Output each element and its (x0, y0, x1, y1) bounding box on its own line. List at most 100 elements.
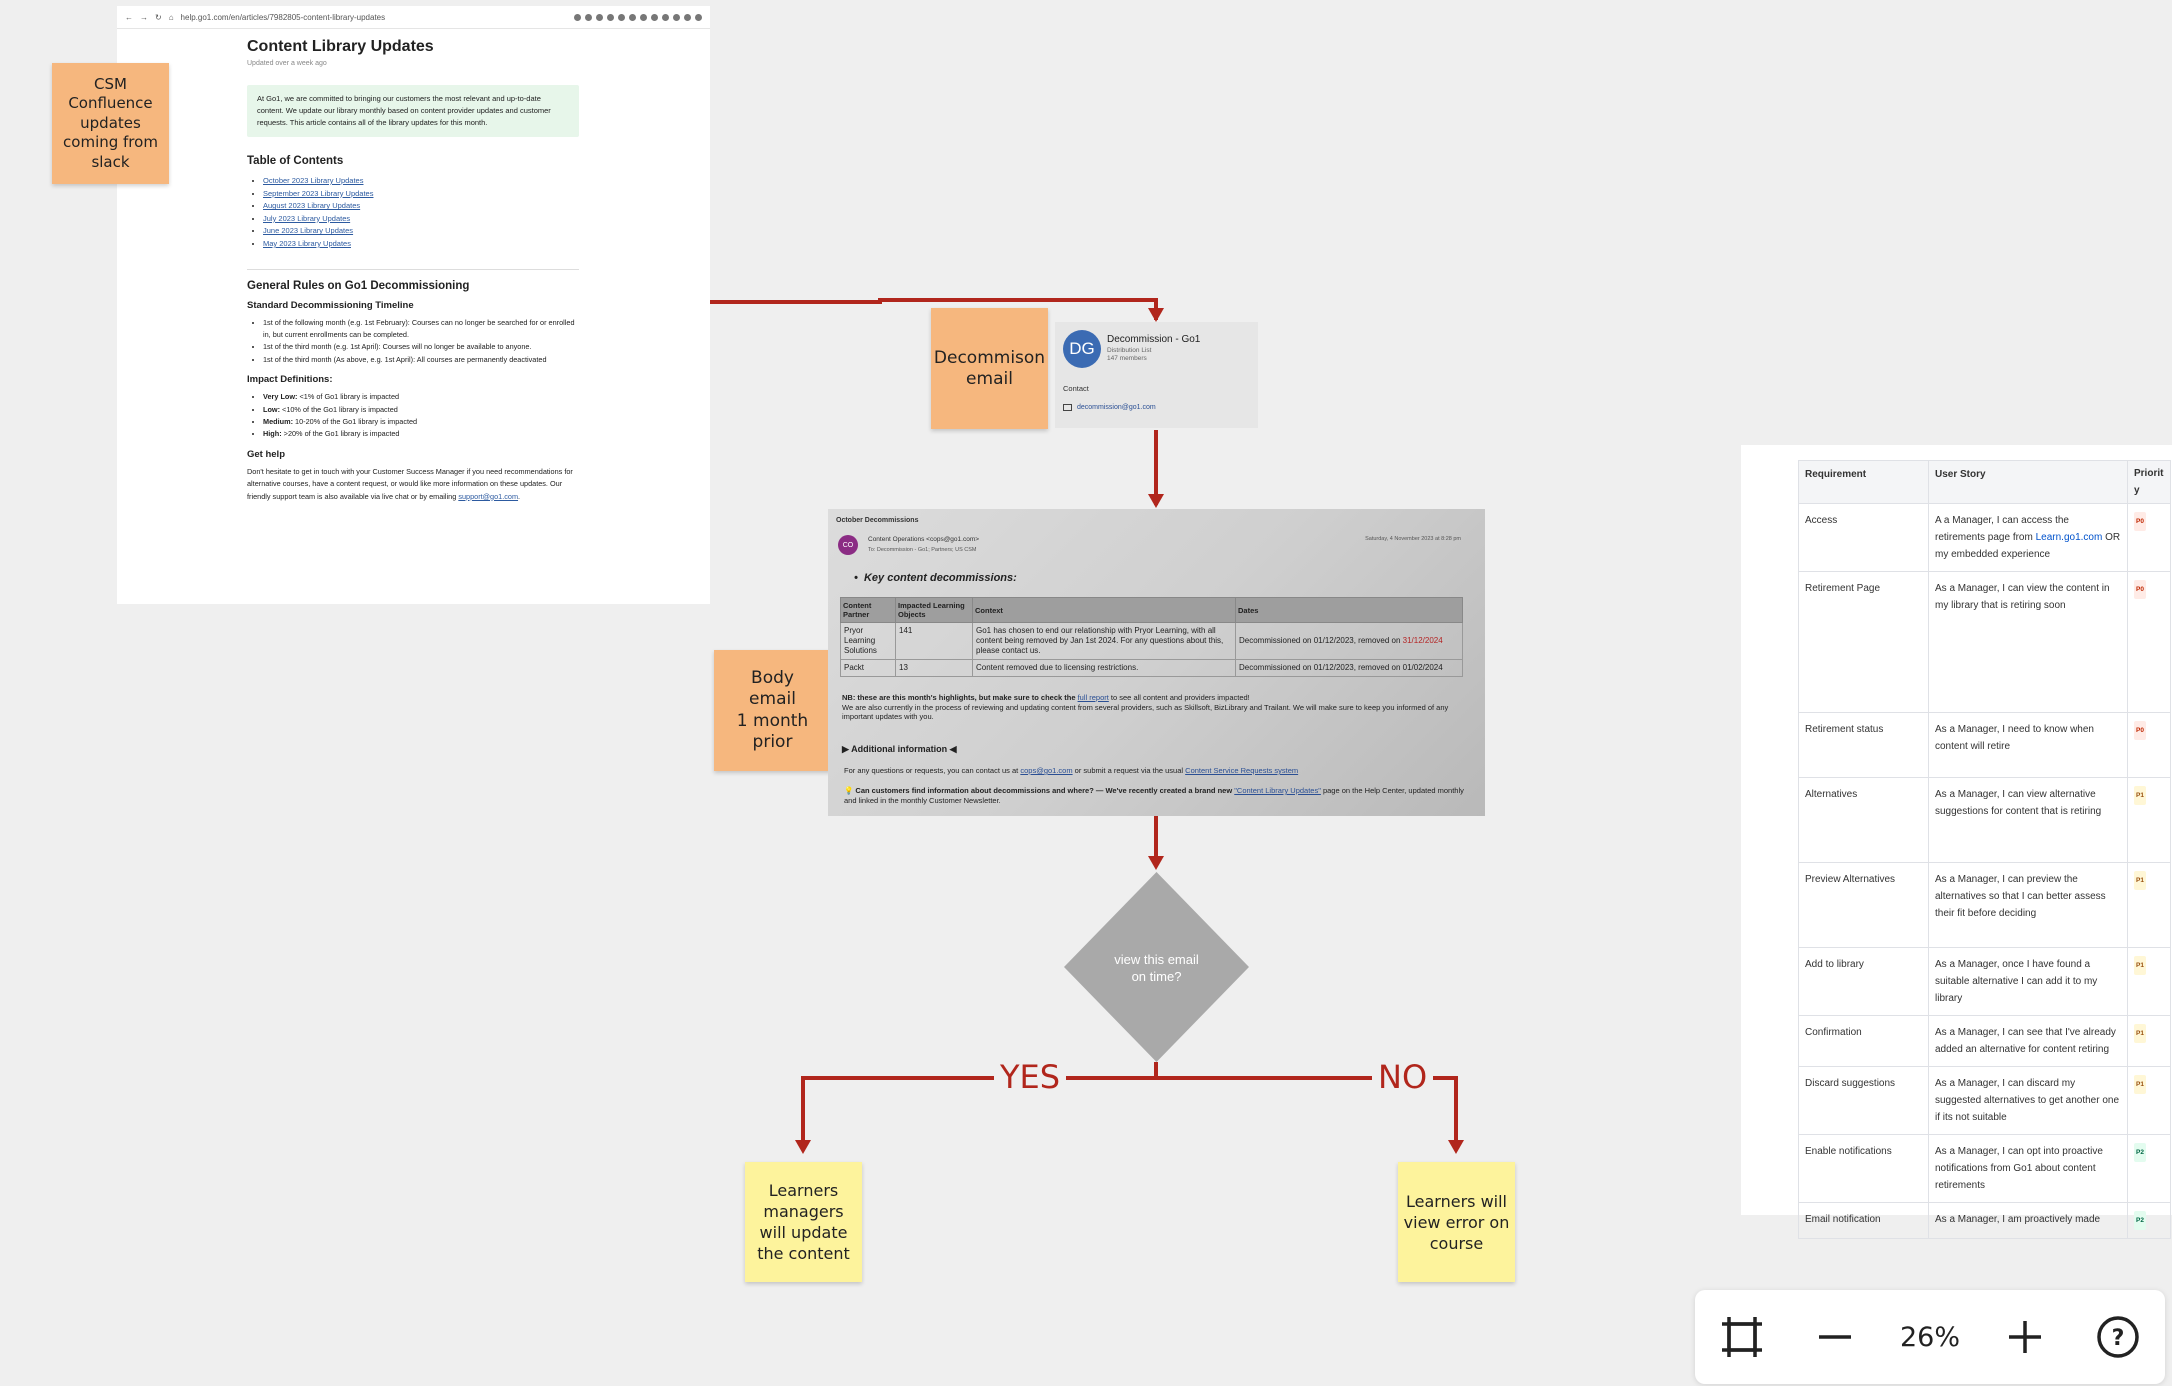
minus-icon (1818, 1335, 1851, 1339)
support-link: support@go1.com (458, 491, 519, 501)
impact-desc: 10-20% of the Go1 library is impacted (293, 417, 418, 426)
additional-info-heading: ▶ Additional information ◀ (842, 744, 957, 754)
cell-user-story: As a Manager, I am proactively made (1928, 1202, 2128, 1239)
priority-badge: P2 (2134, 1143, 2146, 1162)
dl-email: decommission@go1.com (1077, 404, 1156, 411)
toc-item: August 2023 Library Updates (263, 200, 579, 213)
article-content: Content Library Updates Updated over a w… (247, 32, 579, 503)
email-nb: NB: these are this month's highlights, b… (842, 693, 1462, 722)
story-text: As a Manager, I can opt into proactive n… (1935, 1146, 2103, 1191)
cell-dates: Decommissioned on 01/12/2023, removed on… (1235, 659, 1463, 677)
arrowhead-no (1448, 1140, 1464, 1154)
avatar: CO (838, 535, 858, 555)
toc-link: August 2023 Library Updates (263, 201, 361, 211)
priority-badge: P0 (2134, 580, 2146, 599)
browser-chrome: ← → ↻ ⌂ help.go1.com/en/articles/7982805… (117, 6, 710, 29)
cell-requirement: Confirmation (1798, 1015, 1929, 1067)
connector-article-to-dl (710, 298, 1158, 320)
fit-to-screen-button[interactable] (1714, 1309, 1770, 1365)
story-text: As a Manager, I can discard my suggested… (1935, 1078, 2120, 1123)
priority-badge: P1 (2134, 871, 2146, 890)
cell-user-story: As a Manager, I can view the content in … (1928, 571, 2128, 713)
cell-user-story: As a Manager, I can see that I've alread… (1928, 1015, 2128, 1067)
story-text-after: OR my embedded experience (1935, 532, 2121, 560)
zoom-out-button[interactable] (1807, 1309, 1863, 1365)
help-button[interactable]: ? (2090, 1309, 2146, 1365)
sticky-no-outcome[interactable]: Learners will view error on course (1398, 1162, 1515, 1282)
timeline-item: 1st of the third month (e.g. 1st April):… (263, 341, 579, 353)
email-heading-text: Key content decommissions: (863, 572, 1017, 584)
cell-priority: P1 (2127, 862, 2171, 948)
priority-badge: P1 (2134, 1075, 2146, 1094)
email-from: Content Operations <cops@go1.com> (868, 536, 980, 543)
nb-text-2: to see all content and providers impacte… (1108, 693, 1250, 702)
library-updates-link: "Content Library Updates" (1234, 786, 1321, 795)
impact-term: Low: (263, 404, 281, 414)
dl-members: 147 members (1107, 355, 1147, 362)
cell-requirement: Retirement Page (1798, 571, 1929, 713)
table-row: Pryor Learning Solutions 141 Go1 has cho… (840, 622, 1463, 660)
dates-text: Decommissioned on 01/12/2023, removed on… (1239, 663, 1443, 672)
cops-link: cops@go1.com (1020, 766, 1073, 775)
learn-link[interactable]: Learn.go1.com (2035, 532, 2103, 543)
back-icon: ← (125, 12, 133, 22)
col-header-requirement: Requirement (1798, 460, 1929, 504)
story-text: As a Manager, once I have found a suitab… (1935, 959, 2098, 1004)
cell-user-story: As a Manager, I can preview the alternat… (1928, 862, 2128, 948)
zoom-level[interactable]: 26% (1899, 1321, 1960, 1353)
cell-user-story: A a Manager, I can access the retirement… (1928, 503, 2128, 572)
impact-term: High: (263, 429, 282, 439)
cell-user-story: As a Manager, I can opt into proactive n… (1928, 1134, 2128, 1203)
story-text: As a Manager, I need to know when conten… (1935, 724, 2094, 752)
requests-link: Content Service Requests system (1185, 766, 1299, 775)
extension-icons (574, 13, 710, 21)
cell-count: 13 (895, 659, 973, 677)
zoom-in-button[interactable] (1997, 1309, 2053, 1365)
decision-diamond[interactable]: view this email on time? (1064, 872, 1249, 1062)
plus-icon (2009, 1321, 2042, 1353)
toc-item: September 2023 Library Updates (263, 188, 579, 201)
branch-label-no: NO (1372, 1058, 1434, 1096)
forward-icon: → (140, 12, 148, 22)
priority-badge: P2 (2134, 1211, 2146, 1230)
toc-link: May 2023 Library Updates (263, 238, 351, 248)
sticky-yes-outcome[interactable]: Learners managers will update the conten… (745, 1162, 862, 1282)
cell-requirement: Enable notifications (1798, 1134, 1929, 1203)
dates-red: 31/12/2024 (1402, 636, 1443, 645)
cell-count: 141 (895, 622, 973, 660)
cell-context: Go1 has chosen to end our relationship w… (972, 622, 1236, 660)
cell-requirement: Access (1798, 503, 1929, 572)
toc-item: October 2023 Library Updates (263, 175, 579, 188)
sticky-csm-updates[interactable]: CSM Confluence updates coming from slack (52, 63, 169, 184)
cell-user-story: As a Manager, I need to know when conten… (1928, 712, 2128, 778)
sticky-body-email[interactable]: Body email 1 month prior (714, 650, 831, 771)
arrowhead-yes (795, 1140, 811, 1154)
cell-priority: P0 (2127, 503, 2171, 572)
cell-partner: Pryor Learning Solutions (840, 622, 896, 660)
story-text: As a Manager, I am proactively made (1935, 1214, 2101, 1225)
sticky-text: Learners will view error on course (1403, 1191, 1510, 1253)
col-header-user-story: User Story (1928, 460, 2128, 504)
fit-screen-icon (1721, 1317, 1762, 1357)
timeline-heading: Standard Decommissioning Timeline (247, 299, 414, 311)
email-to: To: Decommission - Go1; Partners; US CSM (868, 547, 977, 553)
impact-desc: <1% of Go1 library is impacted (297, 392, 400, 402)
decommission-table: Content Partner Impacted Learning Object… (840, 597, 1463, 677)
sticky-decommission-email[interactable]: Decommison email (931, 308, 1048, 429)
toc-list: October 2023 Library Updates September 2… (247, 175, 579, 251)
connector-decision-no (1156, 1076, 1458, 1150)
arrowhead-email (1148, 494, 1164, 508)
priority-badge: P0 (2134, 721, 2146, 740)
dl-type: Distribution List (1107, 347, 1152, 354)
table-header-row: Content Partner Impacted Learning Object… (840, 597, 1463, 623)
table-header-row: Requirement User Story Priorit y (1798, 460, 2171, 504)
dl-name: Decommission - Go1 (1107, 334, 1201, 345)
cell-priority: P2 (2127, 1134, 2171, 1203)
impact-term: Very Low: (263, 392, 298, 402)
